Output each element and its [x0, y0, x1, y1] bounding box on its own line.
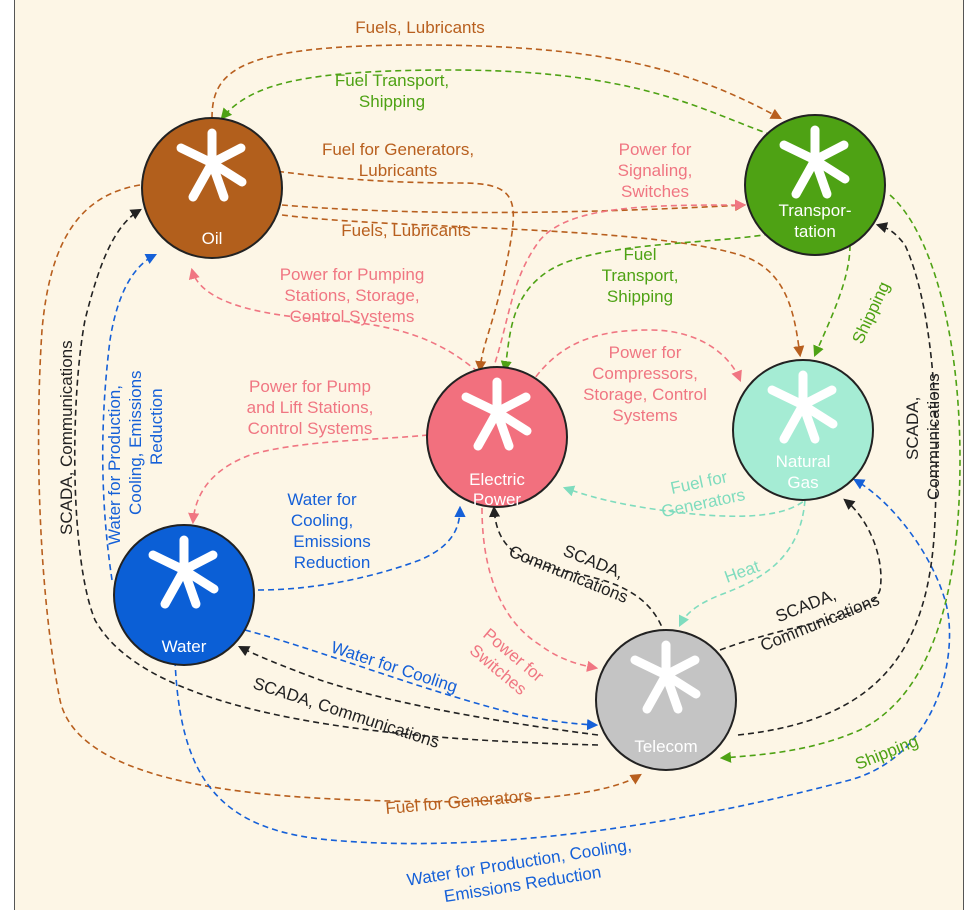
node-natural-gas-label-line1: Natural [776, 452, 831, 471]
arrow-oil-to-transport-mid [281, 199, 747, 214]
label-transport-fuel-power-line1: Fuel [623, 245, 656, 264]
arrow-power-to-transport [491, 199, 747, 373]
label-power-pumping-line1: Power for Pumping [280, 265, 425, 284]
label-power-pump-lift-line2: and Lift Stations, [247, 398, 374, 417]
arrow-transport-to-power [500, 231, 781, 373]
label-power-pumping-line3: Control Systems [290, 307, 415, 326]
label-transport-fuel-power-line2: Transport, [602, 266, 679, 285]
arrow-transport-to-gas [813, 244, 851, 358]
label-water-production-left-line2: Cooling, Emissions [126, 370, 145, 515]
label-power-switches: Power for Switches [466, 625, 548, 699]
label-power-compressors-line1: Power for [609, 343, 682, 362]
star-burst-icon [176, 128, 247, 202]
arrow-oil-to-transport-fuels [211, 44, 782, 120]
node-telecom[interactable]: Telecom [595, 629, 737, 771]
arrow-oil-to-gas [281, 214, 805, 358]
label-water-production-left-line3: Reduction [147, 388, 166, 465]
arrow-transport-to-telecom-shipping [719, 194, 961, 763]
label-scada-right: SCADA, Communications [903, 373, 943, 500]
arrow-water-to-power [257, 505, 466, 591]
node-natural-gas-label-line2: Gas [787, 473, 818, 492]
arrow-power-to-water [188, 434, 429, 525]
label-water-cooling-emissions-line1: Water for [287, 490, 357, 509]
node-water[interactable]: Water [113, 524, 255, 666]
node-natural-gas-circle [732, 359, 874, 501]
label-gas-fuel-generators: Fuel for Generators [660, 467, 747, 521]
label-oil-fuel-generators-line1: Fuel for Generators, [322, 140, 474, 159]
label-power-pumping-line2: Stations, Storage, [284, 286, 419, 305]
label-power-compressors-line3: Storage, Control [583, 385, 707, 404]
label-power-pump-lift-line3: Control Systems [248, 419, 373, 438]
arrow-telecom-to-water-scada [238, 645, 599, 736]
arrow-water-to-gas [174, 478, 951, 845]
arrow-telecom-to-transport-scada [737, 222, 938, 736]
label-water-cooling-emissions-line3: Emissions [293, 532, 370, 551]
node-oil-label: Oil [202, 229, 223, 248]
label-power-compressors-line2: Compressors, [592, 364, 698, 383]
node-oil[interactable]: Oil [141, 117, 283, 259]
label-oil-fuel-generators-line2: Lubricants [359, 161, 437, 180]
label-power-compressors-line4: Systems [612, 406, 677, 425]
label-fuel-transport-shipping-line1: Fuel Transport, [335, 71, 449, 90]
label-power-signaling-line2: Signaling, [618, 161, 693, 180]
label-scada-left: SCADA, Communications [57, 340, 76, 535]
node-transportation-circle [744, 114, 886, 256]
label-fuel-for-generators-bottom: Fuel for Generators [385, 786, 534, 818]
star-burst-icon [461, 377, 532, 451]
arrow-telecom-to-oil-scada [73, 208, 599, 746]
label-water-production-bottom: Water for Production, Cooling, Emissions… [406, 835, 633, 906]
label-transport-fuel-power-line3: Shipping [607, 287, 673, 306]
arrow-water-to-telecom [244, 629, 599, 731]
label-shipping-right: Shipping [848, 279, 893, 347]
arrow-water-to-oil [101, 253, 158, 581]
label-scada-right-line1: SCADA, [903, 397, 922, 460]
arrow-telecom-to-gas-scada [719, 498, 882, 651]
label-scada-power-telecom: SCADA, Communications [506, 541, 631, 607]
arrow-gas-to-telecom [678, 499, 806, 628]
label-power-signaling-line3: Switches [621, 182, 689, 201]
node-oil-circle [141, 117, 283, 259]
node-transportation-label-line2: tation [794, 222, 836, 241]
label-water-production-left: Water for Production, Cooling, Emissions… [105, 370, 166, 545]
label-water-cooling-emissions-line4: Reduction [294, 553, 371, 572]
star-burst-icon [630, 640, 701, 714]
arrow-telecom-to-power-scada [488, 505, 666, 636]
node-natural-gas[interactable]: Natural Gas [732, 359, 874, 501]
star-burst-icon [767, 370, 838, 444]
node-telecom-label: Telecom [634, 737, 697, 756]
star-burst-icon [779, 125, 850, 199]
label-scada-water-telecom: SCADA, Communications [251, 674, 442, 752]
arrow-transport-to-oil-shipping [220, 69, 773, 136]
node-water-circle [113, 524, 255, 666]
node-electric-power-circle [426, 366, 568, 508]
arrow-oil-to-telecom-fuel [37, 184, 642, 803]
arrow-power-to-gas [529, 329, 742, 386]
label-shipping-bottom: Shipping [852, 731, 920, 773]
arrow-power-to-telecom [481, 507, 599, 672]
node-water-label: Water [162, 637, 207, 656]
label-water-cooling-emissions-line2: Cooling, [291, 511, 353, 530]
label-oil-fuels-lubricants-top: Fuels, Lubricants [355, 18, 484, 37]
label-scada-right-line2: Communications [924, 373, 943, 500]
label-water-production-left-line1: Water for Production, [105, 385, 124, 545]
label-oil-fuels-lubricants-mid: Fuels, Lubricants [341, 221, 470, 240]
node-transportation-label-line1: Transpor- [778, 201, 851, 220]
label-fuel-transport-shipping-line2: Shipping [359, 92, 425, 111]
star-burst-icon [148, 535, 219, 609]
node-electric-power-label-line1: Electric [469, 470, 525, 489]
node-transportation[interactable]: Transpor- tation [744, 114, 886, 256]
node-electric-power[interactable]: Electric Power [426, 366, 568, 509]
node-telecom-circle [595, 629, 737, 771]
label-power-pump-lift-line1: Power for Pump [249, 377, 371, 396]
label-water-for-cooling: Water for Cooling [329, 638, 460, 697]
arrow-oil-to-power-fuel [267, 169, 515, 373]
label-power-signaling-line1: Power for [619, 140, 692, 159]
node-electric-power-label-line2: Power [473, 490, 522, 509]
label-heat: Heat [722, 557, 763, 587]
label-scada-telecom-gas: SCADA, Communications [758, 585, 883, 655]
arrow-power-to-oil [188, 267, 479, 373]
